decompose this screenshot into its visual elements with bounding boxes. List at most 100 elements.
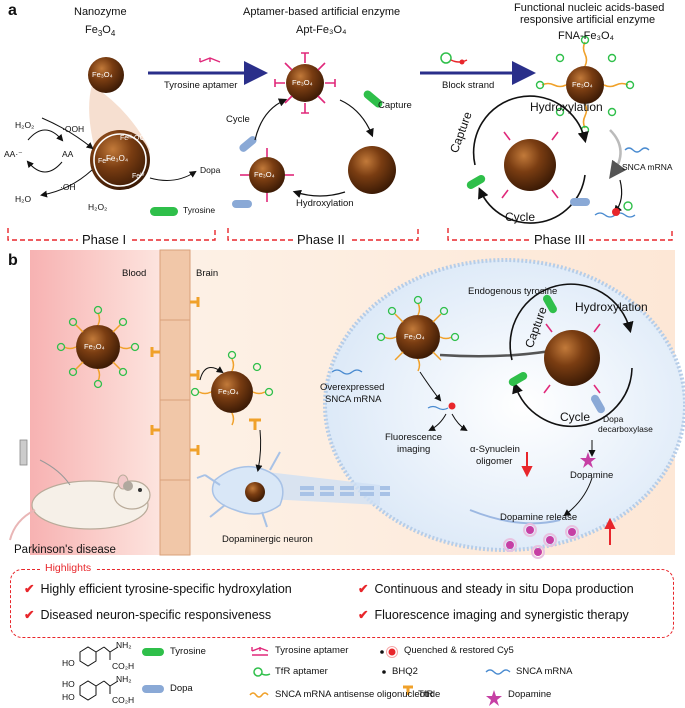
apt-title: Aptamer-based artificial enzyme	[243, 6, 401, 18]
parkinsons-label: Parkinson's disease	[14, 544, 116, 556]
apt-sphere-top	[286, 64, 324, 102]
snca-label-a: SNCA mRNA	[622, 162, 673, 172]
decrease-arrow	[521, 452, 533, 478]
legend-tyrosine: Tyrosine	[170, 646, 206, 657]
to-dopa-arrow	[149, 170, 197, 181]
highlights-title: Highlights	[40, 562, 97, 574]
arrow2-label: Block strand	[442, 80, 495, 91]
cell-fna-sphere	[396, 315, 440, 359]
tyr-struct-co2h: CO₂H	[112, 661, 135, 671]
synuclein-2: oligomer	[476, 456, 513, 467]
endogenous-tyrosine: Endogenous tyrosine	[468, 286, 558, 297]
nanozyme-formula: Fe3O4	[85, 24, 116, 39]
core-label-big: Fe₃O₄	[106, 154, 129, 163]
dopa-decarb-2: decarboxylase	[598, 424, 653, 434]
core-label-apt-left: Fe₃O₄	[254, 170, 275, 179]
nanozyme-cycle-ring	[93, 133, 147, 187]
fna-title-2: responsive artificial enzyme	[520, 14, 656, 26]
highlight-item-1: ✔Highly efficient tyrosine-specific hydr…	[24, 582, 292, 596]
ooh-label: ·OOH	[62, 124, 85, 134]
fe-iii-ooh: Feᴵᴵᴵ-OOH	[120, 135, 150, 142]
oh-label: ·OH	[60, 182, 76, 192]
tfr-receptors	[150, 297, 200, 455]
fna-formula: FNA-Fe₃O₄	[558, 30, 615, 42]
tyr-struct-nh2: NH₂	[116, 640, 132, 650]
h2o2-top: H₂O₂	[15, 120, 35, 130]
panel-a-letter: a	[8, 2, 17, 19]
cell-cycle-sphere	[544, 330, 600, 386]
fna-title-1: Functional nucleic acids-based	[514, 2, 665, 14]
dopa-decarb-1: Dopa	[603, 414, 624, 424]
dopa-struct-ho2: HO	[62, 692, 75, 702]
check-icon: ✔	[358, 582, 369, 596]
dopa-struct-ho1: HO	[62, 679, 75, 689]
fe-iv-label: Feᴵⱽ	[132, 173, 145, 180]
legend-tfr-icon	[403, 685, 413, 695]
aa-right: AA	[62, 149, 74, 159]
legend-bhq2: BHQ2	[392, 666, 418, 677]
fna-sphere-top	[566, 66, 604, 104]
legend-tyrosine-aptamer: Tyrosine aptamer	[275, 645, 349, 656]
core-label-cell: Fe₃O₄	[404, 332, 425, 341]
panel-b-letter: b	[8, 252, 18, 269]
dopaminergic-neuron-label: Dopaminergic neuron	[222, 534, 313, 545]
aa-cycle-bottom	[26, 160, 63, 173]
legend-snca: SNCA mRNA	[516, 666, 573, 677]
apt-sphere-right	[348, 146, 396, 194]
increase-arrows	[604, 517, 616, 545]
cycle-label-p3: Cycle	[505, 210, 536, 224]
highlight-item-2: ✔Continuous and steady in situ Dopa prod…	[358, 582, 634, 596]
legend-dopa: Dopa	[170, 683, 193, 694]
phase1-label: Phase I	[78, 232, 131, 247]
tyrosine-aptamer-icon	[199, 57, 221, 63]
highlights-box	[10, 569, 674, 638]
core-label-blood: Fe₃O₄	[84, 342, 105, 351]
highlight-item-4: ✔Fluorescence imaging and synergistic th…	[358, 608, 629, 622]
core-label-apt: Fe₃O₄	[292, 78, 313, 87]
legend-cy5-icon	[388, 648, 396, 656]
legend-tyrosine-aptamer-icon	[251, 647, 269, 656]
h2o-label: H₂O	[15, 194, 32, 204]
oh-to-h2o-arrow	[40, 169, 93, 198]
phase3-label: Phase III	[530, 232, 590, 247]
phase2-label: Phase II	[293, 232, 349, 247]
fna-cycle-arc-bottom	[478, 174, 586, 224]
aa-left: AA·⁻	[4, 149, 23, 159]
legend-dopamine-icon	[486, 690, 502, 706]
overexpressed-1: Overexpressed	[320, 382, 385, 393]
dopamine-release-label: Dopamine release	[500, 512, 578, 523]
dopa-struct-co2h: CO₂H	[112, 695, 135, 705]
nanozyme-sphere-large	[90, 130, 150, 190]
highlight-item-3: ✔Diseased neuron-specific responsiveness	[24, 608, 272, 622]
hydroxylation-label-p3: Hydroxylation	[530, 100, 603, 114]
arrow1-label: Tyrosine aptamer	[164, 80, 238, 91]
check-icon: ✔	[24, 582, 35, 596]
legend-antisense: SNCA mRNA antisense oligonucleotide	[275, 689, 441, 700]
fluor-1: Fluorescence	[385, 432, 443, 443]
tyrosine-capsule-phase2	[363, 90, 383, 108]
cycle-label-b: Cycle	[560, 410, 591, 424]
dopamine-label: Dopamine	[570, 470, 614, 481]
aa-cycle-top	[27, 129, 64, 142]
cycle-label-p2: Cycle	[226, 114, 250, 125]
overexpressed-2: SNCA mRNA	[325, 394, 382, 405]
nanozyme-title: Nanozyme	[74, 6, 127, 18]
blood-fna-sphere	[76, 325, 120, 369]
tyrosine-label: Tyrosine	[183, 205, 216, 215]
legend-snca-icon	[485, 669, 511, 675]
blood-brain-barrier	[159, 249, 191, 556]
apt-sphere-left	[249, 157, 285, 193]
fna-sphere-cycle	[504, 139, 556, 191]
tyrosine-structure	[79, 646, 119, 667]
synuclein-1: α-Synuclein	[470, 444, 520, 455]
check-icon: ✔	[24, 608, 35, 622]
h2o2-to-ooh-arrow	[41, 117, 94, 150]
hydroxylation-label-b: Hydroxylation	[575, 300, 648, 314]
fna-cycle-arc-top	[472, 95, 589, 166]
dopa-structure	[79, 680, 119, 701]
legend-tfr-aptamer-icon	[253, 667, 263, 677]
block-strand-loop	[440, 52, 452, 64]
capture-label-p2: Capture	[378, 100, 412, 111]
h2o2-bottom: H₂O₂	[88, 202, 108, 212]
